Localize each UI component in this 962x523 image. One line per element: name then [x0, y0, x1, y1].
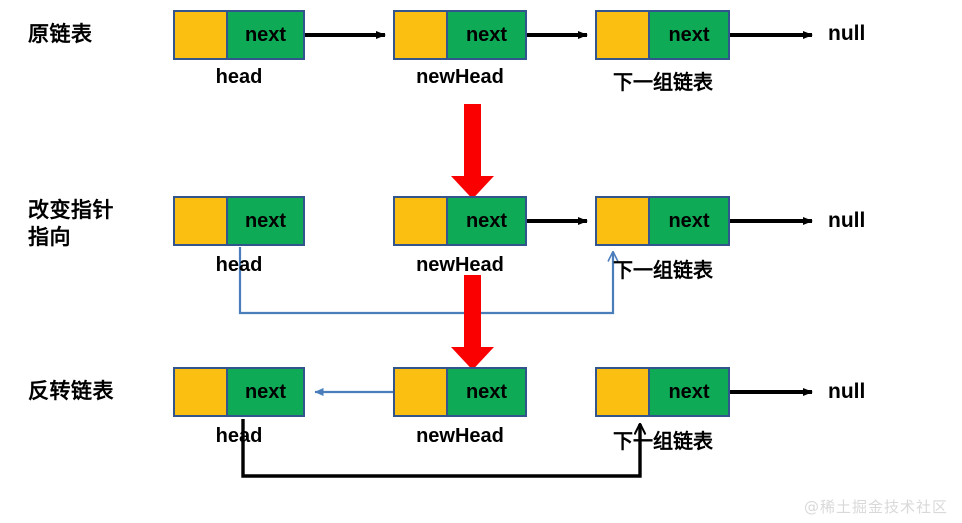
node-label-nextgroup-row2: 下一组链表: [613, 260, 713, 282]
node-label-newhead-row3: newHead: [416, 425, 504, 447]
node-label-newhead-row1: newHead: [416, 66, 504, 88]
null-label-row1: null: [828, 22, 866, 45]
node-data-cell: [395, 12, 448, 58]
null-label-row2: null: [828, 209, 866, 232]
node-head-row1[interactable]: next: [173, 10, 305, 60]
node-data-cell: [175, 369, 228, 415]
row-label-reversed: 反转链表: [28, 380, 114, 403]
node-data-cell: [597, 12, 650, 58]
node-label-head-row1: head: [215, 66, 263, 88]
node-next-cell: next: [448, 198, 525, 244]
blue-rewire-head-to-node3-row2: [238, 247, 613, 315]
node-data-cell: [395, 369, 448, 415]
node-next-cell: next: [650, 198, 728, 244]
node-data-cell: [597, 369, 650, 415]
node-data-cell: [175, 12, 228, 58]
red-arrow-step1: [451, 104, 494, 199]
node-nextgroup-row1[interactable]: next: [595, 10, 730, 60]
null-label-row3: null: [828, 380, 866, 403]
node-nextgroup-row2[interactable]: next: [595, 196, 730, 246]
node-label-nextgroup-row3: 下一组链表: [613, 431, 713, 453]
red-arrow-step2: [451, 275, 494, 370]
node-next-cell: next: [228, 12, 303, 58]
row-label-original: 原链表: [28, 23, 93, 46]
row2-arrows: [238, 217, 813, 315]
node-newhead-row1[interactable]: next: [393, 10, 527, 60]
black-rewire-head-to-node3-row3: [241, 419, 640, 478]
node-newhead-row2[interactable]: next: [393, 196, 527, 246]
node-next-cell: next: [448, 369, 525, 415]
watermark: @稀土掘金技术社区: [803, 498, 948, 516]
node-next-cell: next: [228, 369, 303, 415]
node-label-head-row2: head: [215, 254, 263, 276]
node-head-row3[interactable]: next: [173, 367, 305, 417]
node-label-nextgroup-row1: 下一组链表: [613, 72, 713, 94]
node-nextgroup-row3[interactable]: next: [595, 367, 730, 417]
row3-arrows: [241, 388, 813, 478]
node-head-row2[interactable]: next: [173, 196, 305, 246]
row-label-change-pointer: 改变指针 指向: [28, 199, 114, 249]
node-next-cell: next: [448, 12, 525, 58]
node-data-cell: [597, 198, 650, 244]
node-newhead-row3[interactable]: next: [393, 367, 527, 417]
node-label-head-row3: head: [215, 425, 263, 447]
node-next-cell: next: [650, 369, 728, 415]
node-label-newhead-row2: newHead: [416, 254, 504, 276]
node-data-cell: [175, 198, 228, 244]
node-next-cell: next: [228, 198, 303, 244]
node-next-cell: next: [650, 12, 728, 58]
node-data-cell: [395, 198, 448, 244]
